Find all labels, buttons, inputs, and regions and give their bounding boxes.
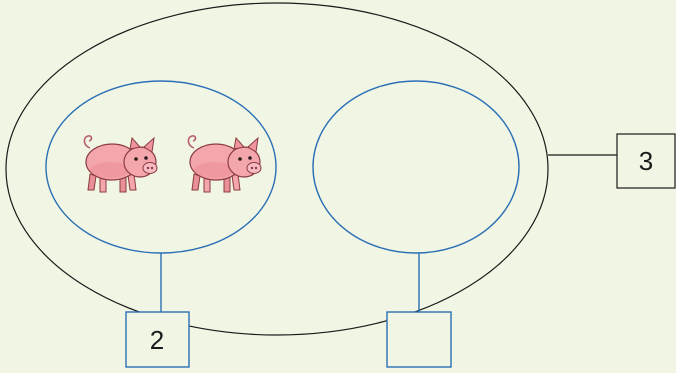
right-part-value-box[interactable] [386, 311, 452, 368]
whole-value-text: 3 [639, 146, 653, 176]
whole-value-box [616, 133, 676, 189]
whole-ellipse [5, 2, 549, 336]
pig-icon [187, 135, 262, 193]
pig-icon [83, 135, 158, 193]
left-part-value-text: 2 [150, 325, 164, 355]
right-part-ellipse [312, 80, 520, 254]
left-part-value-box [125, 311, 190, 368]
